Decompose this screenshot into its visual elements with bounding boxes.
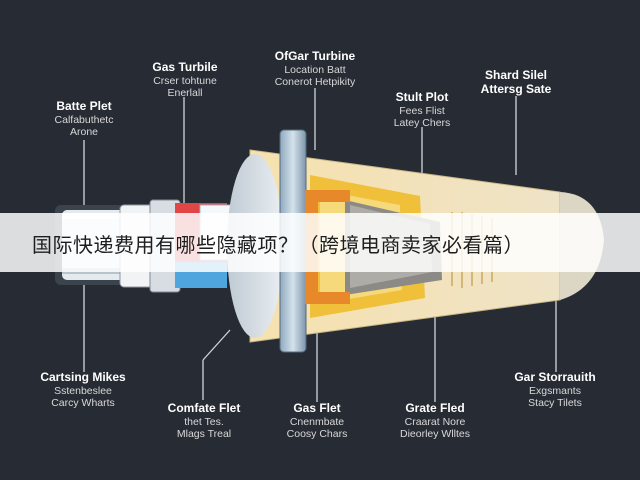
label-title: Stult Plot [395,90,449,104]
label-line: Mlags Treal [176,427,232,440]
label-line: Craarat Nore [404,415,466,428]
label-title: Gar Storrauith [514,370,596,384]
label-gas-flet: Gas Flet Cnenmbate Coosy Chars [262,401,372,440]
label-title: OfGar Turbine [274,49,356,63]
label-line: Conerot Hetpikity [274,75,356,88]
label-cartsing-mikes: Cartsing Mikes Sstenbeslee Carcy Wharts [18,370,148,409]
label-title: Grate Fled [405,401,465,415]
label-title: Gas Flet [293,401,341,415]
label-line: Fees Flist [399,104,445,117]
label-line: Stacy Tilets [528,396,582,409]
label-ofgar-turbine: OfGar Turbine Location Batt Conerot Hetp… [250,49,380,88]
label-line: thet Tes. [184,415,224,428]
label-line: Enerlall [167,86,203,99]
label-line: Exgsmants [529,384,581,397]
label-line: Location Batt [284,63,346,76]
label-stult-plot: Stult Plot Fees Flist Latey Chers [372,90,472,129]
banner-title: 国际快递费用有哪些隐藏项？（跨境电商卖家必看篇） [32,233,524,257]
label-shard-silel: Shard Silel Attersg Sate [460,68,572,97]
label-line: Attersg Sate [480,81,552,96]
label-comfate-flet: Comfate Flet thet Tes. Mlags Treal [146,401,262,440]
label-line: Coosy Chars [286,427,348,440]
label-line: Cnenmbate [289,415,345,428]
label-title: Batte Plet [56,99,112,113]
label-gar-storrauith: Gar Storrauith Exgsmants Stacy Tilets [490,370,620,409]
label-title: Shard Silel [484,68,548,82]
label-line: Sstenbeslee [54,384,112,397]
label-gas-turbine: Gas Turbile Crser tohtune Enerlall [130,60,240,99]
label-line: Dieorley Wlltes [399,427,470,440]
label-line: Arone [69,125,99,138]
label-title: Gas Turbile [152,60,218,74]
label-batte-plet: Batte Plet Calfabuthetc Arone [28,99,140,138]
label-line: Crser tohtune [153,74,217,87]
label-line: Carcy Wharts [51,396,115,409]
label-title: Cartsing Mikes [40,370,126,384]
label-grate-fled: Grate Fled Craarat Nore Dieorley Wlltes [372,401,498,440]
label-title: Comfate Flet [167,401,241,415]
label-line: Calfabuthetc [54,113,114,126]
label-line: Latey Chers [393,116,451,129]
title-banner: 国际快递费用有哪些隐藏项？（跨境电商卖家必看篇） [0,213,640,272]
